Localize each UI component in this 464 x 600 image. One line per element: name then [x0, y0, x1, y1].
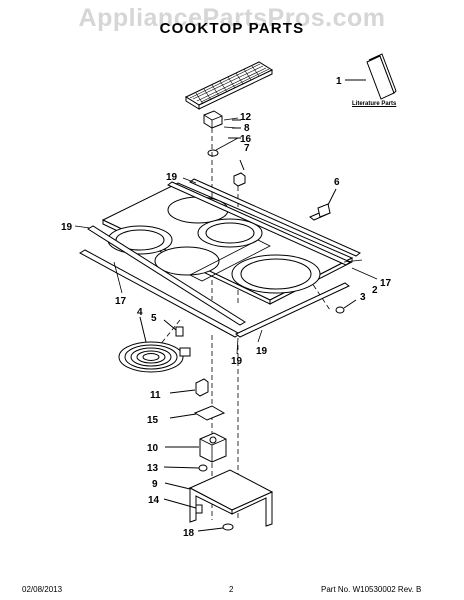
callout-18: 18: [183, 528, 195, 539]
screw-13: [163, 464, 208, 472]
callout-9: 9: [152, 479, 158, 490]
callout-14: 14: [148, 495, 160, 506]
callout-17-right: 17: [380, 278, 392, 289]
parts-14-18: [163, 498, 234, 532]
callout-10: 10: [147, 443, 159, 454]
watermark: AppliancePartsPros.com: [78, 4, 386, 32]
footer-part-number: Part No. W10530002 Rev. B: [321, 585, 422, 594]
bracket-6: [309, 188, 337, 221]
callout-3: 3: [360, 292, 366, 303]
callout-19-left: 19: [61, 222, 73, 233]
leader-lines: [74, 117, 378, 355]
callout-7: 7: [244, 143, 250, 154]
callout-4: 4: [137, 307, 143, 318]
surface-element: [118, 316, 191, 373]
knob-parts: [203, 110, 246, 187]
mounting-bracket-9: [164, 469, 274, 527]
literature-booklet: [345, 53, 397, 100]
callout-12: 12: [240, 112, 252, 123]
trim-strips: [78, 178, 361, 338]
callout-17-left: 17: [115, 296, 127, 307]
control-box-10: [165, 432, 227, 463]
callout-16: 16: [240, 134, 252, 145]
page-title: COOKTOP PARTS: [159, 20, 305, 37]
callout-2: 2: [372, 285, 378, 296]
callout-6: 6: [334, 177, 340, 188]
callout-8: 8: [244, 123, 250, 134]
callout-19-top: 19: [166, 172, 178, 183]
cooktop-glass: [101, 182, 354, 305]
switch-11: [169, 378, 209, 397]
footer-page-number: 2: [229, 585, 234, 594]
footer-date: 02/08/2013: [22, 585, 63, 594]
callout-1: 1: [336, 76, 342, 87]
vent-grille: [184, 61, 274, 110]
callout-11: 11: [150, 390, 161, 401]
callout-15: 15: [147, 415, 159, 426]
part-5: [163, 319, 184, 337]
literature-parts-label: Literature Parts: [352, 101, 397, 107]
callout-13: 13: [147, 463, 159, 474]
callout-5: 5: [151, 313, 157, 324]
callout-numbers: 1 2 3 4 5 6 7 8 9 10 11 12 13 14 15 16 1…: [61, 76, 392, 539]
insulator-15: [169, 405, 226, 421]
screw-3: [335, 299, 357, 314]
callout-19-right: 19: [256, 346, 268, 357]
callout-19-center: 19: [231, 356, 243, 367]
